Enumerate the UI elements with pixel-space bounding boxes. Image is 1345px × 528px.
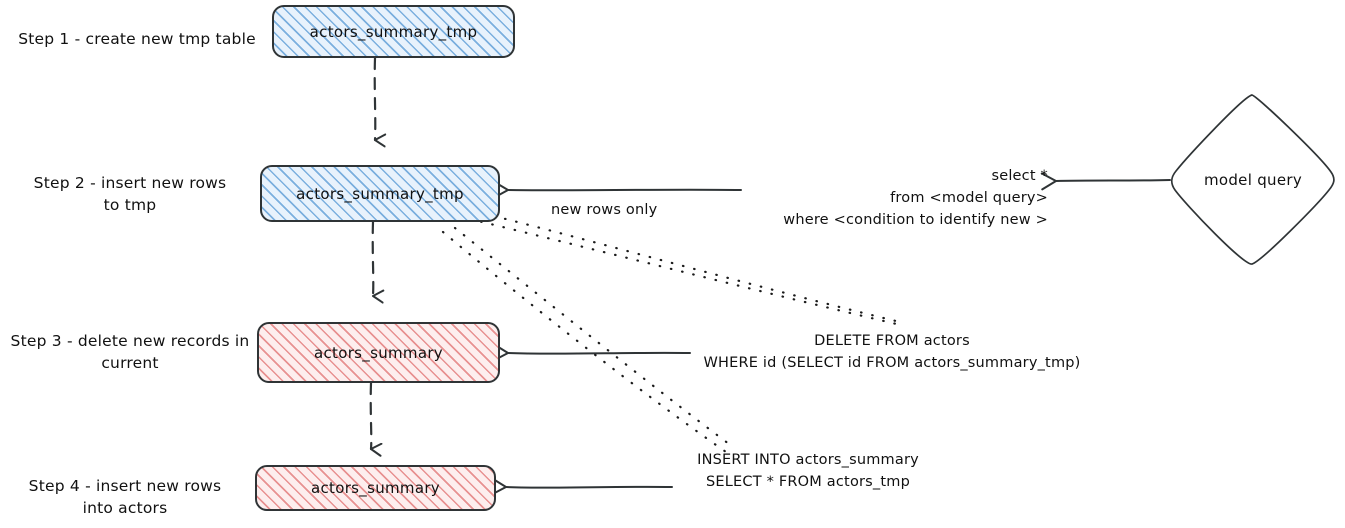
node-actors-summary-tmp-step2[interactable]: actors_summary_tmp [260,165,500,222]
edge-insert-sql-to-node4 [490,477,673,496]
node-actors-summary-step3[interactable]: actors_summary [257,322,500,383]
node-label: actors_summary_tmp [309,22,478,41]
edge-delete-sql-to-node3 [492,343,691,362]
flow-arrow-step3-to-step4 [369,381,383,457]
edge-label-delete-sql: DELETE FROM actors WHERE id (SELECT id F… [703,333,1081,371]
model-query-diamond[interactable] [1170,94,1335,265]
node-actors-summary-tmp-step1[interactable]: actors_summary_tmp [272,5,515,58]
model-query-label: model query [1203,171,1303,189]
node-actors-summary-step4[interactable]: actors_summary [255,465,496,511]
step-label-2: Step 2 - insert new rows to tmp [33,174,227,215]
reference-node2-to-insert-sql [441,226,735,454]
edge-label-new-rows-only: new rows only [551,202,658,218]
step-label-1: Step 1 - create new tmp table [18,30,256,48]
model-query-node[interactable]: model query [1172,95,1334,265]
step-label-3: Step 3 - delete new records in current [10,332,250,373]
node-label: actors_summary [314,343,443,362]
step-label-4: Step 4 - insert new rows into actors [28,477,222,518]
edge-model-query-to-node2 [492,172,1171,199]
edge-label-model-query-sql: select * from <model query> where <condi… [783,168,1048,228]
flow-arrow-step1-to-step2 [373,56,387,148]
flow-arrow-step2-to-step3 [371,220,385,304]
node-label: actors_summary_tmp [296,184,464,203]
reference-node2-to-delete-sql [468,214,907,328]
node-label: actors_summary [311,479,440,497]
edge-label-insert-sql: INSERT INTO actors_summary SELECT * FROM… [697,452,919,490]
